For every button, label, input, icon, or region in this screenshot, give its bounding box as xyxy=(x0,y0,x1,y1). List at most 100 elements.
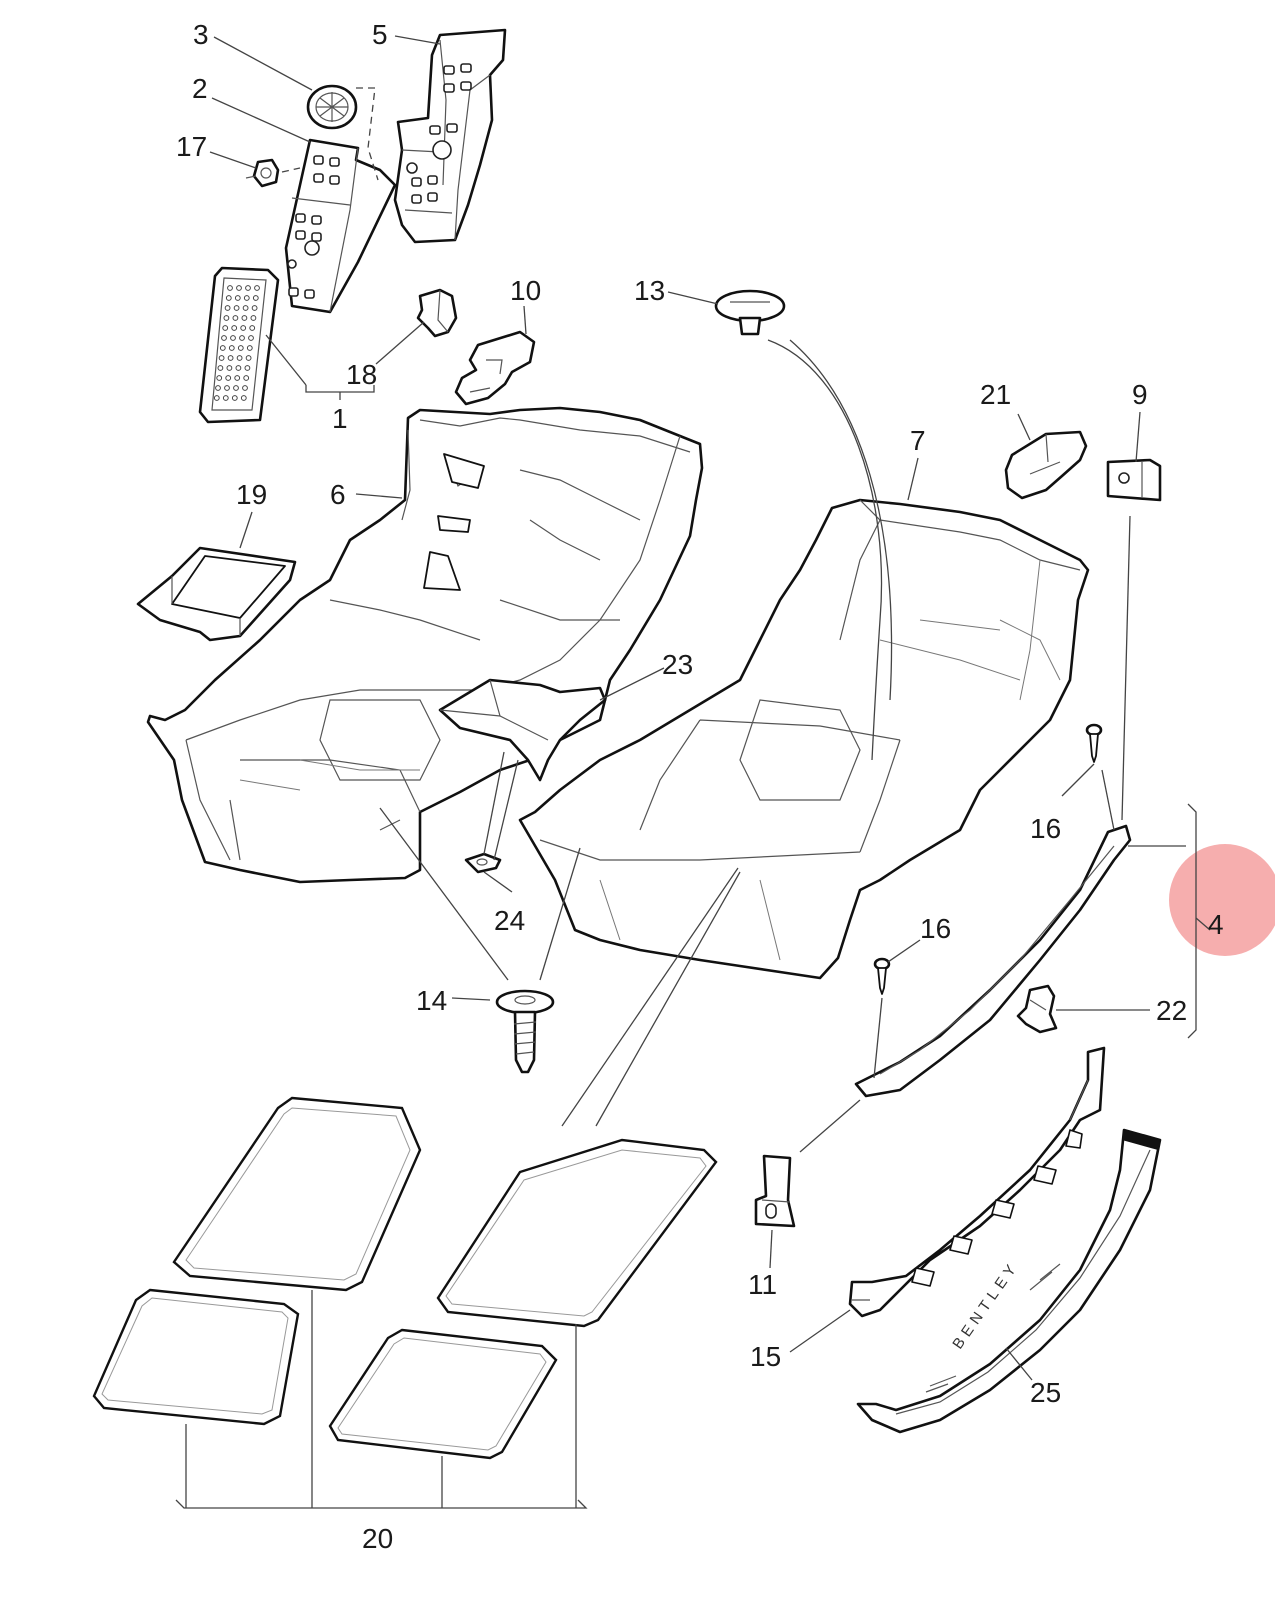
callout-1[interactable]: 1 xyxy=(332,403,348,434)
pedal-pad-dot xyxy=(224,305,231,311)
pedal-pad-dot xyxy=(230,335,236,341)
callout-16-lower[interactable]: 16 xyxy=(920,913,951,944)
callout-4[interactable]: 4 xyxy=(1208,909,1224,940)
callout-17[interactable]: 17 xyxy=(176,131,207,162)
callout-13[interactable]: 13 xyxy=(634,275,665,306)
part-3-grommet[interactable] xyxy=(306,84,358,130)
part-17-nut[interactable] xyxy=(245,158,280,188)
pedal-pad-dot xyxy=(218,355,225,361)
part-24-speed-nut[interactable] xyxy=(464,852,502,874)
pedal-pad-dot xyxy=(234,295,241,301)
part-16-screw-upper[interactable] xyxy=(1085,723,1103,763)
callout-20[interactable]: 20 xyxy=(362,1523,393,1554)
part-11-bracket[interactable] xyxy=(754,1154,796,1228)
part-20-mat-rear-left[interactable] xyxy=(92,1288,300,1426)
part-20-mat-rear-right[interactable] xyxy=(328,1328,558,1460)
callout-11[interactable]: 11 xyxy=(748,1269,777,1300)
pedal-pad-dot xyxy=(215,385,221,391)
pedal-pad-dot xyxy=(227,285,233,291)
part-19-storage-tray[interactable] xyxy=(136,546,297,642)
callout-16-upper[interactable]: 16 xyxy=(1030,813,1061,844)
pedal-pad-dot xyxy=(226,365,233,371)
callout-10[interactable]: 10 xyxy=(510,275,541,306)
callout-21[interactable]: 21 xyxy=(980,379,1011,410)
pedal-pad-dot xyxy=(231,395,238,401)
pedal-pad-dot xyxy=(242,385,248,391)
pedal-pad-dot xyxy=(243,375,250,381)
pedal-pad-dot xyxy=(221,335,227,341)
pedal-pad-dot xyxy=(244,365,251,371)
pedal-pad-dot xyxy=(249,325,256,331)
pedal-pad-dot xyxy=(233,385,239,391)
callout-25[interactable]: 25 xyxy=(1030,1377,1061,1408)
pedal-pad-dot xyxy=(237,345,244,351)
callout-2[interactable]: 2 xyxy=(192,73,208,104)
pedal-pad-dot xyxy=(241,315,248,321)
callout-5[interactable]: 5 xyxy=(372,19,388,50)
pedal-pad-dot xyxy=(240,395,247,401)
part-10-trim-clip[interactable] xyxy=(454,330,536,406)
callout-7[interactable]: 7 xyxy=(910,425,926,456)
callout-6[interactable]: 6 xyxy=(330,479,346,510)
callout-23[interactable]: 23 xyxy=(662,649,693,680)
pedal-pad-dot xyxy=(213,395,220,401)
pedal-pad-dot xyxy=(236,355,243,361)
pedal-pad-dot xyxy=(251,305,258,311)
callout-15[interactable]: 15 xyxy=(750,1341,781,1372)
part-22-clip[interactable] xyxy=(1016,984,1058,1034)
pedal-pad-dot xyxy=(254,285,260,291)
pedal-pad-dot xyxy=(234,375,241,381)
part-9-bracket[interactable] xyxy=(1106,458,1162,502)
callout-24[interactable]: 24 xyxy=(494,905,525,936)
callout-14[interactable]: 14 xyxy=(416,985,447,1016)
pedal-pad-dot xyxy=(250,315,257,321)
part-2-pedal-box[interactable] xyxy=(284,138,397,314)
part-7-rear-carpet[interactable] xyxy=(518,498,1090,980)
pedal-pad-dot xyxy=(232,315,239,321)
part-15-sill-bracket[interactable] xyxy=(848,1046,1106,1318)
part-14-push-rivet[interactable] xyxy=(495,989,555,1074)
pedal-pad-dot xyxy=(252,295,259,301)
pedal-pad-dot xyxy=(242,305,249,311)
pedal-pad-dot xyxy=(243,295,250,301)
pedal-pad-dot xyxy=(245,355,252,361)
pedal-pad-dot xyxy=(222,325,229,331)
pedal-pad-dot xyxy=(245,285,251,291)
pedal-pad-dot xyxy=(236,285,242,291)
part-21-trim-piece[interactable] xyxy=(1004,430,1088,500)
part-5-pedal-bracket[interactable] xyxy=(393,28,507,244)
pedal-pad-dot xyxy=(219,345,226,351)
part-4-sill-trim[interactable] xyxy=(854,824,1132,1098)
pedal-pad-dot xyxy=(224,385,230,391)
pedal-pad-dot xyxy=(239,335,245,341)
part-20-mat-front-left[interactable] xyxy=(172,1096,422,1292)
callout-19[interactable]: 19 xyxy=(236,479,267,510)
pedal-pad-dot xyxy=(217,365,224,371)
pedal-pad-dot xyxy=(216,375,223,381)
pedal-pad-dot xyxy=(225,375,232,381)
pedal-pad-dot xyxy=(223,315,230,321)
part-18-clip[interactable] xyxy=(416,288,458,338)
part-13-push-clip[interactable] xyxy=(714,289,786,336)
part-6-front-carpet[interactable] xyxy=(146,406,704,884)
leader-lines xyxy=(175,35,1211,1509)
pedal-pad-dot xyxy=(225,295,232,301)
pedal-pad-dot xyxy=(235,365,242,371)
pedal-pad-dot xyxy=(248,335,254,341)
pedal-pad-dot xyxy=(227,355,234,361)
part-23-tunnel-cover[interactable] xyxy=(438,678,607,782)
pedal-pad-dot xyxy=(233,305,240,311)
callout-labels: 3 5 2 17 10 13 18 1 21 9 7 19 6 23 16 4 … xyxy=(176,19,1224,1554)
part-1-pedal-pad[interactable] xyxy=(198,266,280,424)
part-16-screw-lower[interactable] xyxy=(873,957,891,995)
sill-plate-brand-text: BENTLEY xyxy=(949,1258,1022,1352)
callout-18[interactable]: 18 xyxy=(346,359,377,390)
callout-9[interactable]: 9 xyxy=(1132,379,1148,410)
part-20-mat-front-right[interactable] xyxy=(436,1138,718,1328)
callout-3[interactable]: 3 xyxy=(193,19,209,50)
pedal-pad-dot xyxy=(228,345,235,351)
callout-22[interactable]: 22 xyxy=(1156,995,1187,1026)
pedal-pad-dot xyxy=(246,345,253,351)
